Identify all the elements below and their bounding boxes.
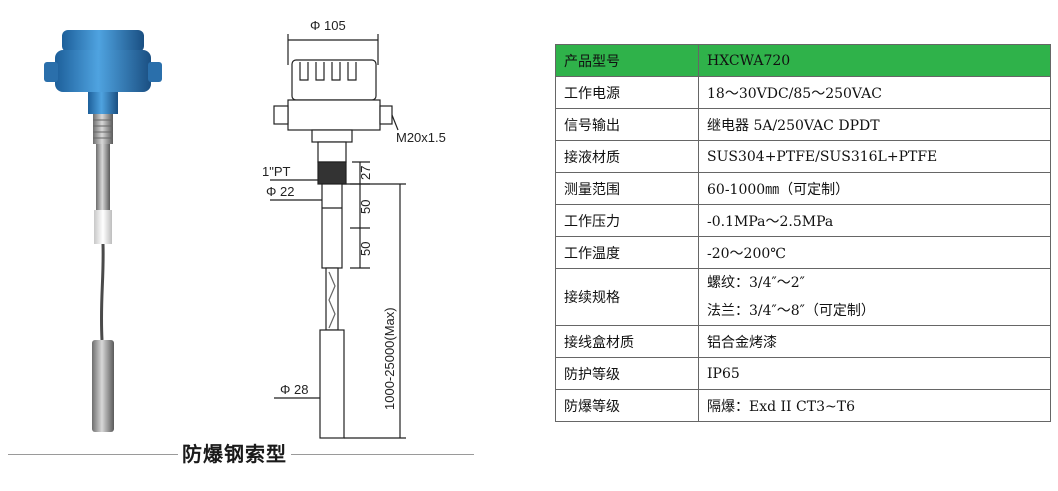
spec-row: 防爆等级隔爆：Exd II CT3~T6 bbox=[555, 389, 1051, 422]
product-photo bbox=[44, 30, 162, 432]
dim-seg-1: 27 bbox=[358, 166, 373, 180]
dim-pipe-thread: 1"PT bbox=[262, 164, 291, 179]
spec-value: -20～200℃ bbox=[698, 236, 1051, 269]
spec-value: HXCWA720 bbox=[698, 44, 1051, 77]
dim-top-diameter: Φ 105 bbox=[310, 18, 346, 33]
spec-value: 60-1000㎜（可定制） bbox=[698, 172, 1051, 205]
dim-seg-3: 50 bbox=[358, 242, 373, 256]
spec-row: 工作压力-0.1MPa～2.5MPa bbox=[555, 204, 1051, 237]
spec-row: 信号输出继电器 5A/250VAC DPDT bbox=[555, 108, 1051, 141]
spec-value-line: 螺纹：3/4″～2″ bbox=[707, 275, 805, 291]
spec-value: IP65 bbox=[698, 357, 1051, 390]
spec-key: 工作压力 bbox=[555, 204, 699, 237]
spec-value: 铝合金烤漆 bbox=[698, 325, 1051, 358]
dimension-drawing: Φ 105 M20x1.5 1"PT Φ 22 27 50 50 1000-25… bbox=[262, 18, 446, 439]
spec-key: 防护等级 bbox=[555, 357, 699, 390]
spec-key: 接续规格 bbox=[555, 268, 699, 326]
spec-value: 18～30VDC/85～250VAC bbox=[698, 76, 1051, 109]
spec-key: 工作电源 bbox=[555, 76, 699, 109]
spec-key: 接液材质 bbox=[555, 140, 699, 173]
spec-key: 测量范围 bbox=[555, 172, 699, 205]
spec-value: 继电器 5A/250VAC DPDT bbox=[698, 108, 1051, 141]
spec-key: 信号输出 bbox=[555, 108, 699, 141]
dim-rod-diameter: Φ 22 bbox=[266, 184, 294, 199]
spec-row: 工作温度-20～200℃ bbox=[555, 236, 1051, 269]
spec-value: 隔爆：Exd II CT3~T6 bbox=[698, 389, 1051, 422]
dim-seg-2: 50 bbox=[358, 200, 373, 214]
spec-row: 接续规格螺纹：3/4″～2″ 法兰：3/4″～8″（可定制） bbox=[555, 268, 1051, 326]
spec-key: 工作温度 bbox=[555, 236, 699, 269]
spec-value-line: 法兰：3/4″～8″（可定制） bbox=[707, 303, 875, 319]
caption-area: 防爆钢索型 bbox=[0, 432, 480, 472]
spec-key: 防爆等级 bbox=[555, 389, 699, 422]
spec-value: -0.1MPa～2.5MPa bbox=[698, 204, 1051, 237]
dim-probe-diameter: Φ 28 bbox=[280, 382, 308, 397]
dim-length: 1000-25000(Max) bbox=[382, 307, 397, 410]
spec-value: SUS304+PTFE/SUS316L+PTFE bbox=[698, 140, 1051, 173]
spec-key: 接线盒材质 bbox=[555, 325, 699, 358]
spec-row: 接线盒材质铝合金烤漆 bbox=[555, 325, 1051, 358]
spec-key: 产品型号 bbox=[555, 44, 699, 77]
caption: 防爆钢索型 bbox=[178, 438, 291, 467]
spec-value: 螺纹：3/4″～2″ 法兰：3/4″～8″（可定制） bbox=[698, 268, 1051, 326]
dim-thread: M20x1.5 bbox=[396, 130, 446, 145]
